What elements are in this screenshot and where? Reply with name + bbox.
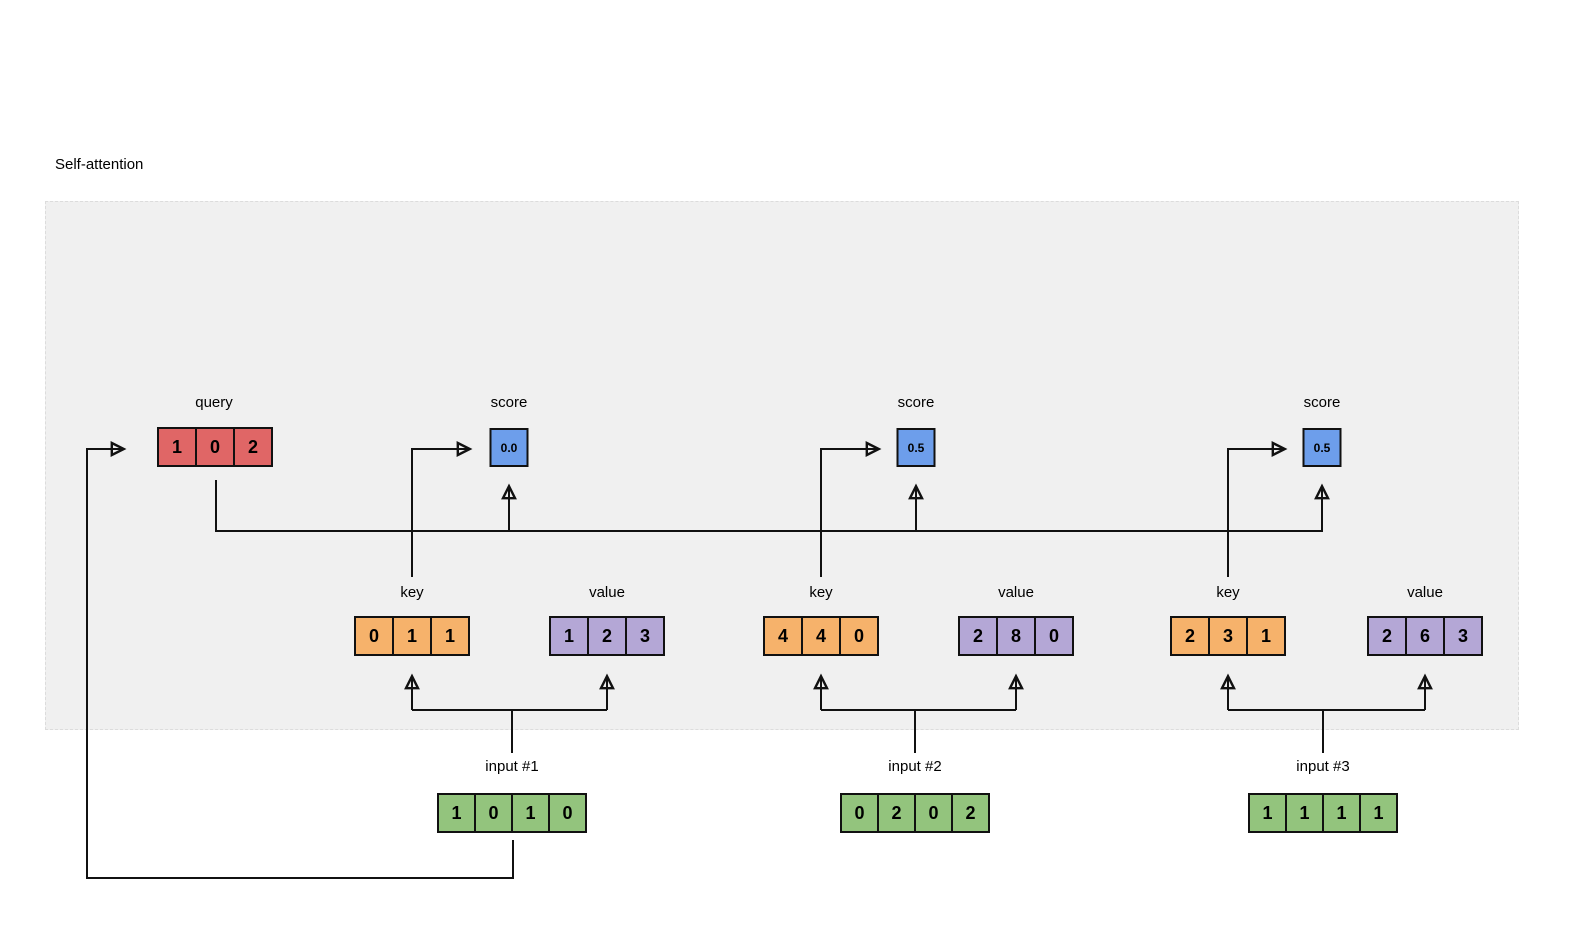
score1-box: 0.0	[489, 428, 529, 467]
key-cell: 1	[392, 616, 432, 656]
query-label: query	[195, 394, 233, 411]
key-cell: 0	[839, 616, 879, 656]
input-cell: 1	[1248, 793, 1287, 833]
value-cell: 2	[958, 616, 998, 656]
arrow-input1-to-query-loop	[86, 441, 514, 879]
value-cell: 1	[549, 616, 589, 656]
value2-vector: 2 8 0	[958, 616, 1074, 656]
value-cell: 3	[1443, 616, 1483, 656]
arrow-query-bus-to-score3	[215, 480, 1330, 532]
key1-label: key	[400, 584, 424, 601]
input2-label: input #2	[888, 758, 942, 775]
value3-vector: 2 6 3	[1367, 616, 1483, 656]
input-cell: 0	[914, 793, 953, 833]
key-cell: 2	[1170, 616, 1210, 656]
bracket-input2	[821, 709, 1016, 753]
value-cell: 2	[1367, 616, 1407, 656]
input1-label: input #1	[485, 758, 539, 775]
key-cell: 3	[1208, 616, 1248, 656]
value-cell: 3	[625, 616, 665, 656]
value-cell: 0	[1034, 616, 1074, 656]
key-cell: 1	[430, 616, 470, 656]
value-cell: 6	[1405, 616, 1445, 656]
diagram-title: Self-attention	[55, 156, 144, 173]
input2-vector: 0 2 0 2	[840, 793, 990, 833]
input3-vector: 1 1 1 1	[1248, 793, 1398, 833]
value2-label: value	[998, 584, 1034, 601]
input3-label: input #3	[1296, 758, 1350, 775]
key2-label: key	[809, 584, 833, 601]
input-cell: 1	[1322, 793, 1361, 833]
key-cell: 0	[354, 616, 394, 656]
query-cell: 1	[157, 427, 197, 467]
score1-label: score	[490, 394, 528, 411]
key-cell: 4	[801, 616, 841, 656]
input-cell: 0	[474, 793, 513, 833]
input-cell: 2	[951, 793, 990, 833]
score3-label: score	[1303, 394, 1341, 411]
bracket-input3	[1228, 709, 1425, 753]
value-cell: 2	[587, 616, 627, 656]
key1-vector: 0 1 1	[354, 616, 470, 656]
input-cell: 1	[1359, 793, 1398, 833]
key-cell: 4	[763, 616, 803, 656]
input-cell: 0	[840, 793, 879, 833]
value1-label: value	[589, 584, 625, 601]
value-cell: 8	[996, 616, 1036, 656]
input-cell: 1	[437, 793, 476, 833]
key3-vector: 2 3 1	[1170, 616, 1286, 656]
score2-label: score	[897, 394, 935, 411]
key3-label: key	[1216, 584, 1240, 601]
score3-box: 0.5	[1302, 428, 1342, 467]
input-cell: 1	[511, 793, 550, 833]
score2-box: 0.5	[896, 428, 936, 467]
key-cell: 1	[1246, 616, 1286, 656]
key2-vector: 4 4 0	[763, 616, 879, 656]
bracket-input1	[412, 709, 607, 753]
arrow-key3-to-score3	[1227, 441, 1288, 577]
value1-vector: 1 2 3	[549, 616, 665, 656]
input-cell: 1	[1285, 793, 1324, 833]
input1-vector: 1 0 1 0	[437, 793, 587, 833]
query-cell: 0	[195, 427, 235, 467]
input-cell: 2	[877, 793, 916, 833]
arrow-key1-to-score1	[411, 441, 473, 577]
value3-label: value	[1407, 584, 1443, 601]
arrow-key2-to-score2	[820, 441, 882, 577]
input-cell: 0	[548, 793, 587, 833]
query-vector: 1 0 2	[157, 427, 273, 467]
query-cell: 2	[233, 427, 273, 467]
